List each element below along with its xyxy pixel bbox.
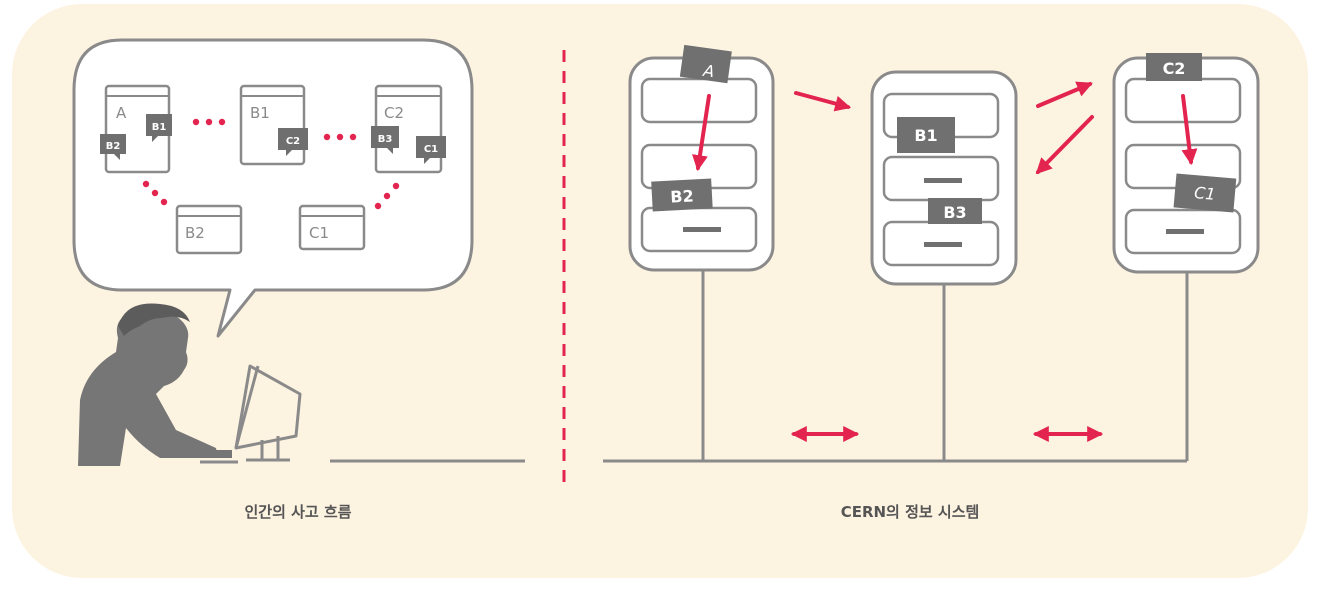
link-arrows: [692, 81, 1198, 442]
svg-text:B3: B3: [378, 134, 393, 145]
person-illustration: [78, 303, 232, 466]
computer-monitor-icon: [234, 364, 302, 462]
card-b1-label: B1: [250, 104, 270, 122]
server-3-tab-c1: C1: [1173, 173, 1237, 213]
svg-text:B1: B1: [914, 126, 937, 145]
svg-text:A: A: [701, 61, 715, 81]
card-b2-label: B2: [185, 224, 205, 242]
badge-b2: B2: [100, 134, 126, 160]
svg-text:C2: C2: [1163, 59, 1186, 78]
card-c1-label: C1: [309, 224, 329, 242]
badge-c1: C1: [416, 136, 446, 164]
left-caption: 인간의 사고 흐름: [244, 503, 351, 521]
badge-b3: B3: [371, 126, 399, 154]
svg-text:B2: B2: [106, 141, 121, 152]
svg-text:B3: B3: [943, 203, 966, 222]
network-lines: [603, 270, 1189, 463]
card-c2-label: C2: [384, 104, 404, 122]
server-3: C2 C1: [1112, 53, 1260, 274]
card-c1: C1: [298, 204, 366, 251]
server-1-tab-a: A: [679, 44, 732, 84]
card-b1: B1: [239, 84, 306, 166]
server-2: B1 B3: [870, 70, 1018, 286]
server-1-tab-b2: B2: [651, 178, 713, 212]
card-a-label: A: [116, 104, 127, 122]
svg-text:B1: B1: [152, 122, 167, 133]
svg-text:C2: C2: [286, 136, 300, 147]
right-caption: CERN의 정보 시스템: [841, 503, 980, 521]
server-3-tab-c2: C2: [1146, 53, 1202, 81]
thought-bubble: [72, 38, 474, 338]
badge-b1: B1: [146, 114, 172, 142]
server-2-tab-b3: B3: [928, 198, 982, 224]
svg-text:B2: B2: [670, 186, 694, 206]
server-2-tab-b1: B1: [897, 117, 955, 153]
card-b2: B2: [175, 204, 243, 255]
svg-text:C1: C1: [424, 144, 438, 155]
badge-c2: C2: [278, 128, 308, 156]
svg-text:C1: C1: [1193, 183, 1216, 204]
thought-dots: [142, 118, 400, 210]
